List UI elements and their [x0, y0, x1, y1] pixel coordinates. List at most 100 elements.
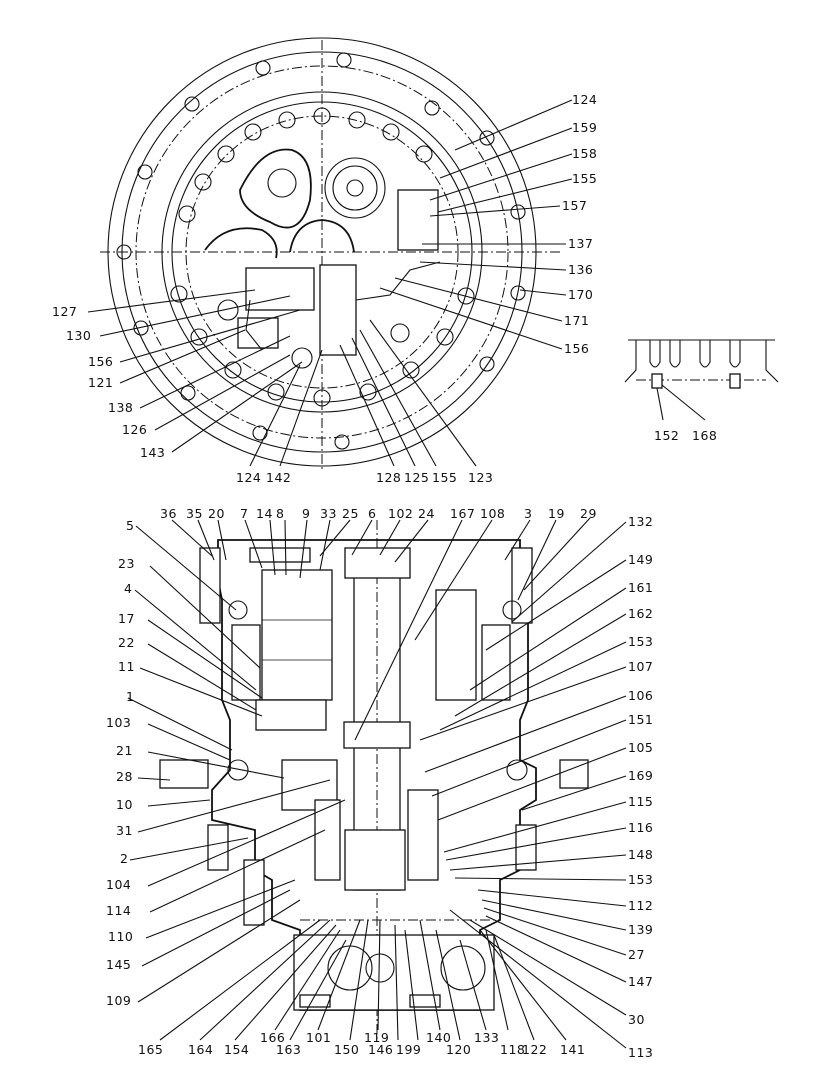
section-view-callouts-right: 132 149 161 162 153 107 106 151 105 169 … — [628, 514, 653, 1060]
top-view-leaders — [87, 99, 573, 467]
callout: 143 — [140, 445, 165, 460]
callout: 169 — [628, 768, 653, 783]
callout: 33 — [320, 506, 337, 521]
callout: 23 — [118, 556, 135, 571]
callout: 132 — [628, 514, 653, 529]
callout: 136 — [568, 262, 593, 277]
callout: 107 — [628, 659, 653, 674]
callout: 24 — [418, 506, 435, 521]
callout: 147 — [628, 974, 653, 989]
callout: 4 — [124, 581, 132, 596]
callout: 101 — [306, 1030, 331, 1045]
callout: 14 — [256, 506, 273, 521]
callout: 133 — [474, 1030, 499, 1045]
callout: 140 — [426, 1030, 451, 1045]
callout: 138 — [108, 400, 133, 415]
callout: 104 — [106, 877, 131, 892]
callout: 148 — [628, 847, 653, 862]
callout: 127 — [52, 304, 77, 319]
callout: 153 — [628, 634, 653, 649]
callout: 9 — [302, 506, 310, 521]
section-view-leaders — [127, 517, 627, 1049]
top-view-callouts-right: 124 159 158 155 157 137 136 170 171 156 — [562, 92, 597, 356]
callout: 6 — [368, 506, 376, 521]
callout: 130 — [66, 328, 91, 343]
callout: 123 — [468, 470, 493, 485]
callout: 122 — [522, 1042, 547, 1057]
callout: 171 — [564, 313, 589, 328]
top-plan-view — [100, 37, 560, 470]
callout: 146 — [368, 1042, 393, 1057]
callout: 109 — [106, 993, 131, 1008]
section-view — [159, 520, 589, 1040]
callout: 20 — [208, 506, 225, 521]
callout: 7 — [240, 506, 248, 521]
section-view-callouts-bottom: 165 164 154 166 163 101 150 119 146 199 … — [138, 1030, 585, 1057]
callout: 3 — [524, 506, 532, 521]
callout: 156 — [88, 354, 113, 369]
callout: 159 — [572, 120, 597, 135]
outer-bolt-holes — [116, 52, 526, 450]
callout: 27 — [628, 947, 645, 962]
callout: 168 — [692, 428, 717, 443]
callout: 161 — [628, 580, 653, 595]
callout: 157 — [562, 198, 587, 213]
callout: 108 — [480, 506, 505, 521]
callout: 150 — [334, 1042, 359, 1057]
callout: 106 — [628, 688, 653, 703]
callout: 120 — [446, 1042, 471, 1057]
callout: 151 — [628, 712, 653, 727]
callout: 154 — [224, 1042, 249, 1057]
callout: 10 — [116, 797, 133, 812]
top-view-callouts-bottom: 124 142 128 125 155 123 — [236, 470, 493, 485]
callout: 152 — [654, 428, 679, 443]
callout: 17 — [118, 611, 135, 626]
callout: 166 — [260, 1030, 285, 1045]
callout: 115 — [628, 794, 653, 809]
callout: 125 — [404, 470, 429, 485]
callout: 105 — [628, 740, 653, 755]
callout: 149 — [628, 552, 653, 567]
callout: 124 — [572, 92, 597, 107]
callout: 158 — [572, 146, 597, 161]
callout: 112 — [628, 898, 653, 913]
callout: 29 — [580, 506, 597, 521]
callout: 22 — [118, 635, 135, 650]
callout: 5 — [126, 518, 134, 533]
callout: 110 — [108, 929, 133, 944]
callout: 2 — [120, 851, 128, 866]
callout: 31 — [116, 823, 133, 838]
callout: 170 — [568, 287, 593, 302]
callout: 155 — [572, 171, 597, 186]
callout: 163 — [276, 1042, 301, 1057]
callout: 8 — [276, 506, 284, 521]
callout: 145 — [106, 957, 131, 972]
callout: 199 — [396, 1042, 421, 1057]
callout: 118 — [500, 1042, 525, 1057]
callout: 121 — [88, 375, 113, 390]
callout: 28 — [116, 769, 133, 784]
callout: 141 — [560, 1042, 585, 1057]
top-view-callouts-left: 127 130 156 121 138 126 143 — [52, 304, 165, 460]
callout: 124 — [236, 470, 261, 485]
callout: 126 — [122, 422, 147, 437]
callout: 102 — [388, 506, 413, 521]
callout: 116 — [628, 820, 653, 835]
callout: 119 — [364, 1030, 389, 1045]
section-view-callouts-left: 5 23 4 17 22 11 1 103 21 28 10 31 2 104 … — [106, 518, 135, 1008]
ring-gear-holes — [170, 107, 475, 407]
callout: 103 — [106, 715, 131, 730]
callout: 139 — [628, 922, 653, 937]
callout: 153 — [628, 872, 653, 887]
callout: 167 — [450, 506, 475, 521]
callout: 25 — [342, 506, 359, 521]
callout: 164 — [188, 1042, 213, 1057]
callout: 165 — [138, 1042, 163, 1057]
callout: 30 — [628, 1012, 645, 1027]
callout: 128 — [376, 470, 401, 485]
callout: 11 — [118, 659, 135, 674]
detail-view: 152 168 — [624, 339, 779, 443]
callout: 35 — [186, 506, 203, 521]
callout: 1 — [126, 689, 134, 704]
section-view-callouts-top: 36 35 20 7 14 8 9 33 25 6 102 24 167 108… — [160, 506, 597, 521]
